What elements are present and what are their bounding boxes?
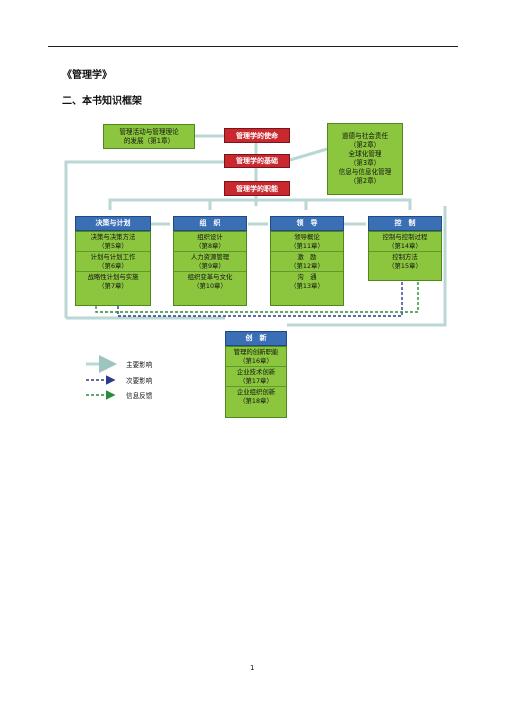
list-item: 管理的创新职能（第16章） bbox=[226, 347, 286, 368]
leading-column: 领导概论（第11章） 激 励（第12章） 沟 通（第13章） bbox=[270, 231, 344, 306]
functions-box: 管理学的职能 bbox=[224, 181, 290, 196]
list-item: 人力资源管理（第9章） bbox=[174, 252, 246, 273]
header-rule bbox=[48, 46, 458, 47]
leading-header: 领 导 bbox=[270, 216, 344, 231]
mission-box: 管理学的使命 bbox=[224, 128, 290, 143]
controlling-column: 控制与控制过程（第14章） 控制方法（第15章） bbox=[368, 231, 442, 281]
controlling-header: 控 制 bbox=[368, 216, 442, 231]
list-item: 控制与控制过程（第14章） bbox=[369, 232, 441, 253]
list-item: 领导概论（第11章） bbox=[271, 232, 343, 253]
organizing-header: 组 织 bbox=[173, 216, 247, 231]
legend-secondary-label: 次要影响 bbox=[126, 377, 153, 385]
planning-column: 决策与决策方法（第5章） 计划与计划工作（第6章） 战略性计划与实施（第7章） bbox=[75, 231, 151, 306]
list-item: 组织变革与文化（第10章） bbox=[187, 273, 233, 290]
list-item: 计划与计划工作（第6章） bbox=[76, 252, 150, 273]
list-item: 组织设计（第8章） bbox=[174, 232, 246, 253]
list-item: 激 励（第12章） bbox=[271, 252, 343, 273]
legend-feedback-label: 信息反馈 bbox=[126, 392, 153, 400]
list-item: 企业组织创新（第18章） bbox=[236, 388, 276, 405]
planning-header: 决策与计划 bbox=[75, 216, 151, 231]
list-item: 决策与决策方法（第5章） bbox=[76, 232, 150, 253]
list-item: 企业技术创新（第17章） bbox=[226, 367, 286, 388]
document-title: 《管理学》 bbox=[62, 70, 112, 81]
section-heading: 二、本书知识框架 bbox=[62, 96, 142, 107]
list-item: 沟 通（第13章） bbox=[290, 273, 324, 290]
innovation-header: 创 新 bbox=[225, 331, 287, 346]
organizing-column: 组织设计（第8章） 人力资源管理（第9章） 组织变革与文化（第10章） bbox=[173, 231, 247, 306]
list-item: 战略性计划与实施（第7章） bbox=[87, 273, 139, 290]
list-item: 控制方法（第15章） bbox=[388, 253, 422, 270]
management-theory-box: 管理活动与管理理论 的发展（第1章） bbox=[103, 124, 195, 149]
legend-main-label: 主要影响 bbox=[126, 361, 153, 369]
foundation-box: 管理学的基础 bbox=[224, 154, 290, 168]
page-number: 1 bbox=[250, 664, 255, 672]
ethics-global-info-box: 道德与社会责任 （第2章） 全球化管理 （第3章） 信息与信息化管理 （第2章） bbox=[327, 123, 403, 195]
innovation-column: 管理的创新职能（第16章） 企业技术创新（第17章） 企业组织创新（第18章） bbox=[225, 346, 287, 418]
